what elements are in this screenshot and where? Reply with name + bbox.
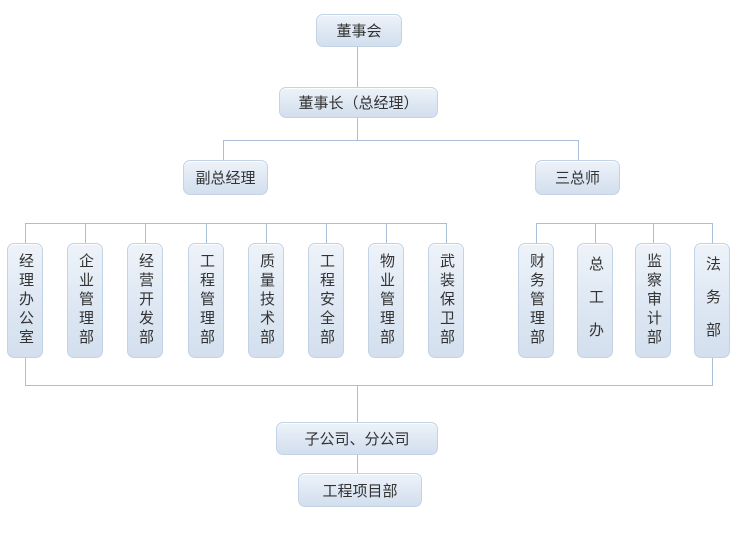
connector-tick xyxy=(712,223,713,243)
node-label: 经营开发部 xyxy=(137,253,154,348)
node-label: 法务部 xyxy=(704,256,721,355)
node-label: 三总师 xyxy=(554,170,600,187)
node-label: 经理办公室 xyxy=(17,253,34,348)
node-label: 武装保卫部 xyxy=(438,253,455,348)
node-three-chief-engineers: 三总师 xyxy=(535,160,620,195)
node-label: 物业管理部 xyxy=(378,253,395,348)
node-enterprise-management-dept: 企业管理部 xyxy=(67,243,103,358)
connector-drop-chiefs xyxy=(578,140,579,160)
node-label: 企业管理部 xyxy=(77,253,94,348)
connector-tick xyxy=(206,223,207,243)
connector-tick xyxy=(536,223,537,243)
node-finance-management-dept: 财务管理部 xyxy=(518,243,554,358)
node-engineering-project-dept: 工程项目部 xyxy=(298,473,422,507)
connector-left-down xyxy=(25,358,26,386)
connector-tick xyxy=(653,223,654,243)
node-label: 工程项目部 xyxy=(322,482,398,500)
connector-bottom-bar xyxy=(25,385,713,386)
node-deputy-general-manager: 副总经理 xyxy=(183,160,268,195)
node-property-management-dept: 物业管理部 xyxy=(368,243,404,358)
connector-right-bus xyxy=(536,223,713,224)
connector-tick xyxy=(145,223,146,243)
node-label: 工程管理部 xyxy=(198,253,215,348)
node-chairman-general-manager: 董事长（总经理） xyxy=(279,87,438,118)
connector-chairman-stem xyxy=(357,118,358,140)
node-label: 董事长（总经理） xyxy=(298,95,419,112)
connector-drop-subsidiaries xyxy=(357,385,358,422)
node-label: 工程安全部 xyxy=(318,253,335,348)
connector-split-bar xyxy=(223,140,579,141)
node-label: 财务管理部 xyxy=(528,253,545,348)
node-manager-office: 经理办公室 xyxy=(7,243,43,358)
connector-tick xyxy=(595,223,596,243)
node-quality-technology-dept: 质量技术部 xyxy=(248,243,284,358)
node-subsidiaries-branches: 子公司、分公司 xyxy=(276,422,438,455)
connector-left-bus xyxy=(25,223,447,224)
node-label: 董事会 xyxy=(336,23,382,40)
node-label: 副总经理 xyxy=(195,170,256,187)
connector-right-down xyxy=(712,358,713,386)
connector-subsidiaries-project xyxy=(357,455,358,473)
connector-board-chairman xyxy=(357,47,358,87)
connector-tick xyxy=(386,223,387,243)
node-label: 监察审计部 xyxy=(645,253,662,348)
node-label: 总工办 xyxy=(587,256,604,355)
connector-tick xyxy=(85,223,86,243)
connector-tick xyxy=(25,223,26,243)
node-board-of-directors: 董事会 xyxy=(316,14,402,47)
connector-tick xyxy=(266,223,267,243)
node-legal-dept: 法务部 xyxy=(694,243,730,358)
connector-tick xyxy=(326,223,327,243)
node-label: 子公司、分公司 xyxy=(304,431,410,448)
node-chief-engineer-office: 总工办 xyxy=(577,243,613,358)
node-engineering-safety-dept: 工程安全部 xyxy=(308,243,344,358)
node-business-development-dept: 经营开发部 xyxy=(127,243,163,358)
connector-drop-deputy xyxy=(223,140,224,160)
connector-tick xyxy=(446,223,447,243)
node-label: 质量技术部 xyxy=(258,253,275,348)
node-supervision-audit-dept: 监察审计部 xyxy=(635,243,671,358)
node-engineering-management-dept: 工程管理部 xyxy=(188,243,224,358)
node-armed-security-dept: 武装保卫部 xyxy=(428,243,464,358)
